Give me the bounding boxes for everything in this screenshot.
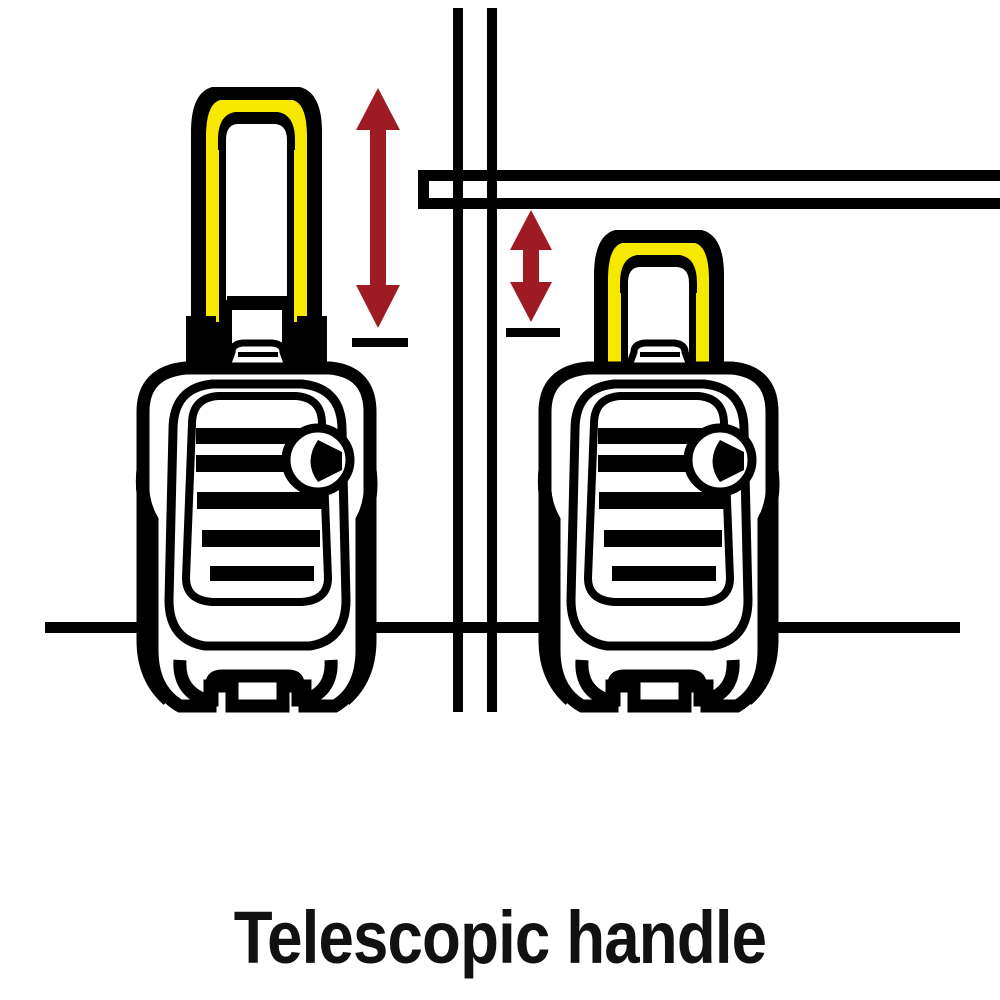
handle-left-yellow-leg-r [608, 293, 621, 370]
telescopic-handle-extended [186, 87, 327, 377]
handle-grip-opening [231, 128, 283, 300]
base-foot-outline-r [575, 659, 740, 707]
pressure-washer-handle-extended [135, 87, 378, 713]
hose-connector-wedge-r [712, 440, 744, 482]
top-vent-left [222, 339, 293, 370]
body-wing-right-r [742, 469, 780, 705]
hose-connector-left [281, 423, 355, 497]
handle-sleeve-right [297, 316, 327, 376]
vertical-post [453, 8, 497, 712]
top-vent-right [624, 339, 695, 370]
hose-connector-right [683, 423, 757, 497]
ground-line [45, 622, 960, 633]
machine-body-left [135, 339, 378, 713]
travel-range-arrow-extended [352, 88, 408, 347]
travel-range-arrow-retracted [506, 210, 560, 337]
body-wing-right [340, 469, 378, 705]
body-wing-left [135, 469, 173, 705]
pressure-washer-handle-retracted [537, 230, 780, 713]
handle-right-yellow-leg [294, 150, 307, 322]
page-title: Telescopic handle [233, 896, 767, 979]
arrow-tick-extended [352, 338, 408, 347]
machine-body-right [537, 339, 780, 713]
handle-right-yellow-leg-r [696, 293, 709, 370]
base-foot-outline [173, 659, 338, 707]
handle-left-yellow-leg [206, 150, 219, 322]
handle-sleeve-left [186, 316, 216, 376]
caption-container: Telescopic handle [0, 898, 1000, 988]
arrow-tick-retracted [506, 328, 560, 337]
hose-connector-wedge [310, 440, 342, 482]
body-wing-left-r [537, 469, 575, 705]
horizontal-shelf [418, 170, 1000, 209]
